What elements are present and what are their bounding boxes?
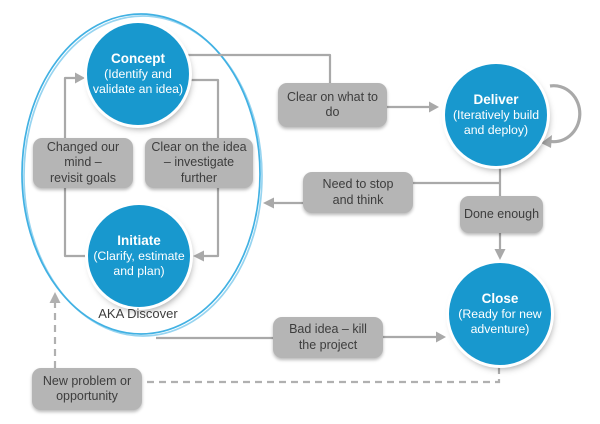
connector-concept-to-clear-what bbox=[183, 53, 332, 84]
dashed-connectors bbox=[53, 303, 501, 384]
initiate-subtitle-line1: (Clarify, estimate bbox=[93, 249, 185, 263]
concept-title: Concept bbox=[111, 51, 165, 66]
clear-what-line2: do bbox=[325, 105, 340, 119]
changed-mind-line3: revisit goals bbox=[50, 170, 116, 185]
arrowhead-into-discover-ellipse bbox=[263, 197, 274, 209]
label-box-bad-idea: Bad idea – kill the project bbox=[273, 317, 383, 358]
changed-mind-line1: Changed our bbox=[46, 139, 120, 154]
initiate-subtitle-line2: and plan) bbox=[113, 264, 165, 278]
deliver-subtitle-line2: and deploy) bbox=[463, 123, 529, 137]
arrowhead-into-close-top bbox=[494, 249, 506, 260]
deliver-title: Deliver bbox=[473, 92, 519, 107]
arrowhead-into-deliver bbox=[429, 101, 439, 113]
arrowhead-dashed-into-discover bbox=[49, 292, 61, 303]
label-box-clear-on-what-to-do: Clear on what to do bbox=[278, 83, 387, 127]
clear-what-line1: Clear on what to bbox=[286, 89, 379, 104]
concept-subtitle-line2: validate an idea) bbox=[92, 82, 184, 96]
close-subtitle-line1: (Ready for new bbox=[458, 307, 542, 321]
new-problem-line2: opportunity bbox=[56, 389, 118, 403]
arrowheads bbox=[49, 72, 552, 343]
clear-idea-line2: – investigate bbox=[163, 155, 235, 170]
need-stop-line2: and think bbox=[332, 192, 384, 207]
deliver-subtitle-line1: (Iteratively build bbox=[452, 108, 540, 122]
label-box-new-problem: New problem or opportunity bbox=[32, 368, 142, 410]
label-box-clear-on-the-idea: Clear on the idea – investigate further bbox=[145, 138, 253, 188]
clear-idea-line1: Clear on the idea bbox=[151, 139, 247, 154]
arrowhead-into-close-left bbox=[436, 331, 446, 343]
close-subtitle-line2: adventure) bbox=[470, 322, 530, 336]
close-title: Close bbox=[481, 291, 519, 306]
need-stop-line1: Need to stop bbox=[322, 177, 394, 191]
changed-mind-line2: mind – bbox=[64, 155, 102, 170]
concept-subtitle-line1: (Identify and bbox=[104, 67, 172, 81]
done-enough-line1: Done enough bbox=[463, 206, 540, 221]
initiate-title: Initiate bbox=[117, 233, 161, 248]
label-box-need-to-stop: Need to stop and think bbox=[303, 172, 413, 213]
connector-close-to-new-problem bbox=[142, 367, 501, 384]
label-box-changed-our-mind: Changed our mind – revisit goals bbox=[33, 138, 133, 188]
node-close: Close (Ready for new adventure) bbox=[449, 263, 551, 365]
node-deliver: Deliver (Iteratively build and deploy) bbox=[445, 64, 547, 166]
arrowhead-into-initiate bbox=[193, 250, 204, 262]
clear-idea-line3: further bbox=[180, 170, 218, 185]
arrowhead-into-concept bbox=[75, 72, 85, 84]
node-initiate: Initiate (Clarify, estimate and plan) bbox=[88, 205, 190, 307]
discover-ellipse-shadow bbox=[23, 15, 263, 337]
bad-idea-line2: the project bbox=[298, 337, 358, 352]
arrowhead-self-loop bbox=[541, 135, 552, 148]
bad-idea-line1: Bad idea – kill bbox=[289, 322, 367, 336]
node-concept: Concept (Identify and validate an idea) bbox=[87, 23, 189, 125]
discover-ellipse bbox=[21, 13, 261, 335]
new-problem-line1: New problem or bbox=[42, 373, 132, 388]
deliver-self-loop-arrow-icon bbox=[547, 84, 582, 144]
aka-discover-label: AKA Discover bbox=[98, 306, 178, 321]
label-box-done-enough: Done enough bbox=[460, 196, 543, 233]
